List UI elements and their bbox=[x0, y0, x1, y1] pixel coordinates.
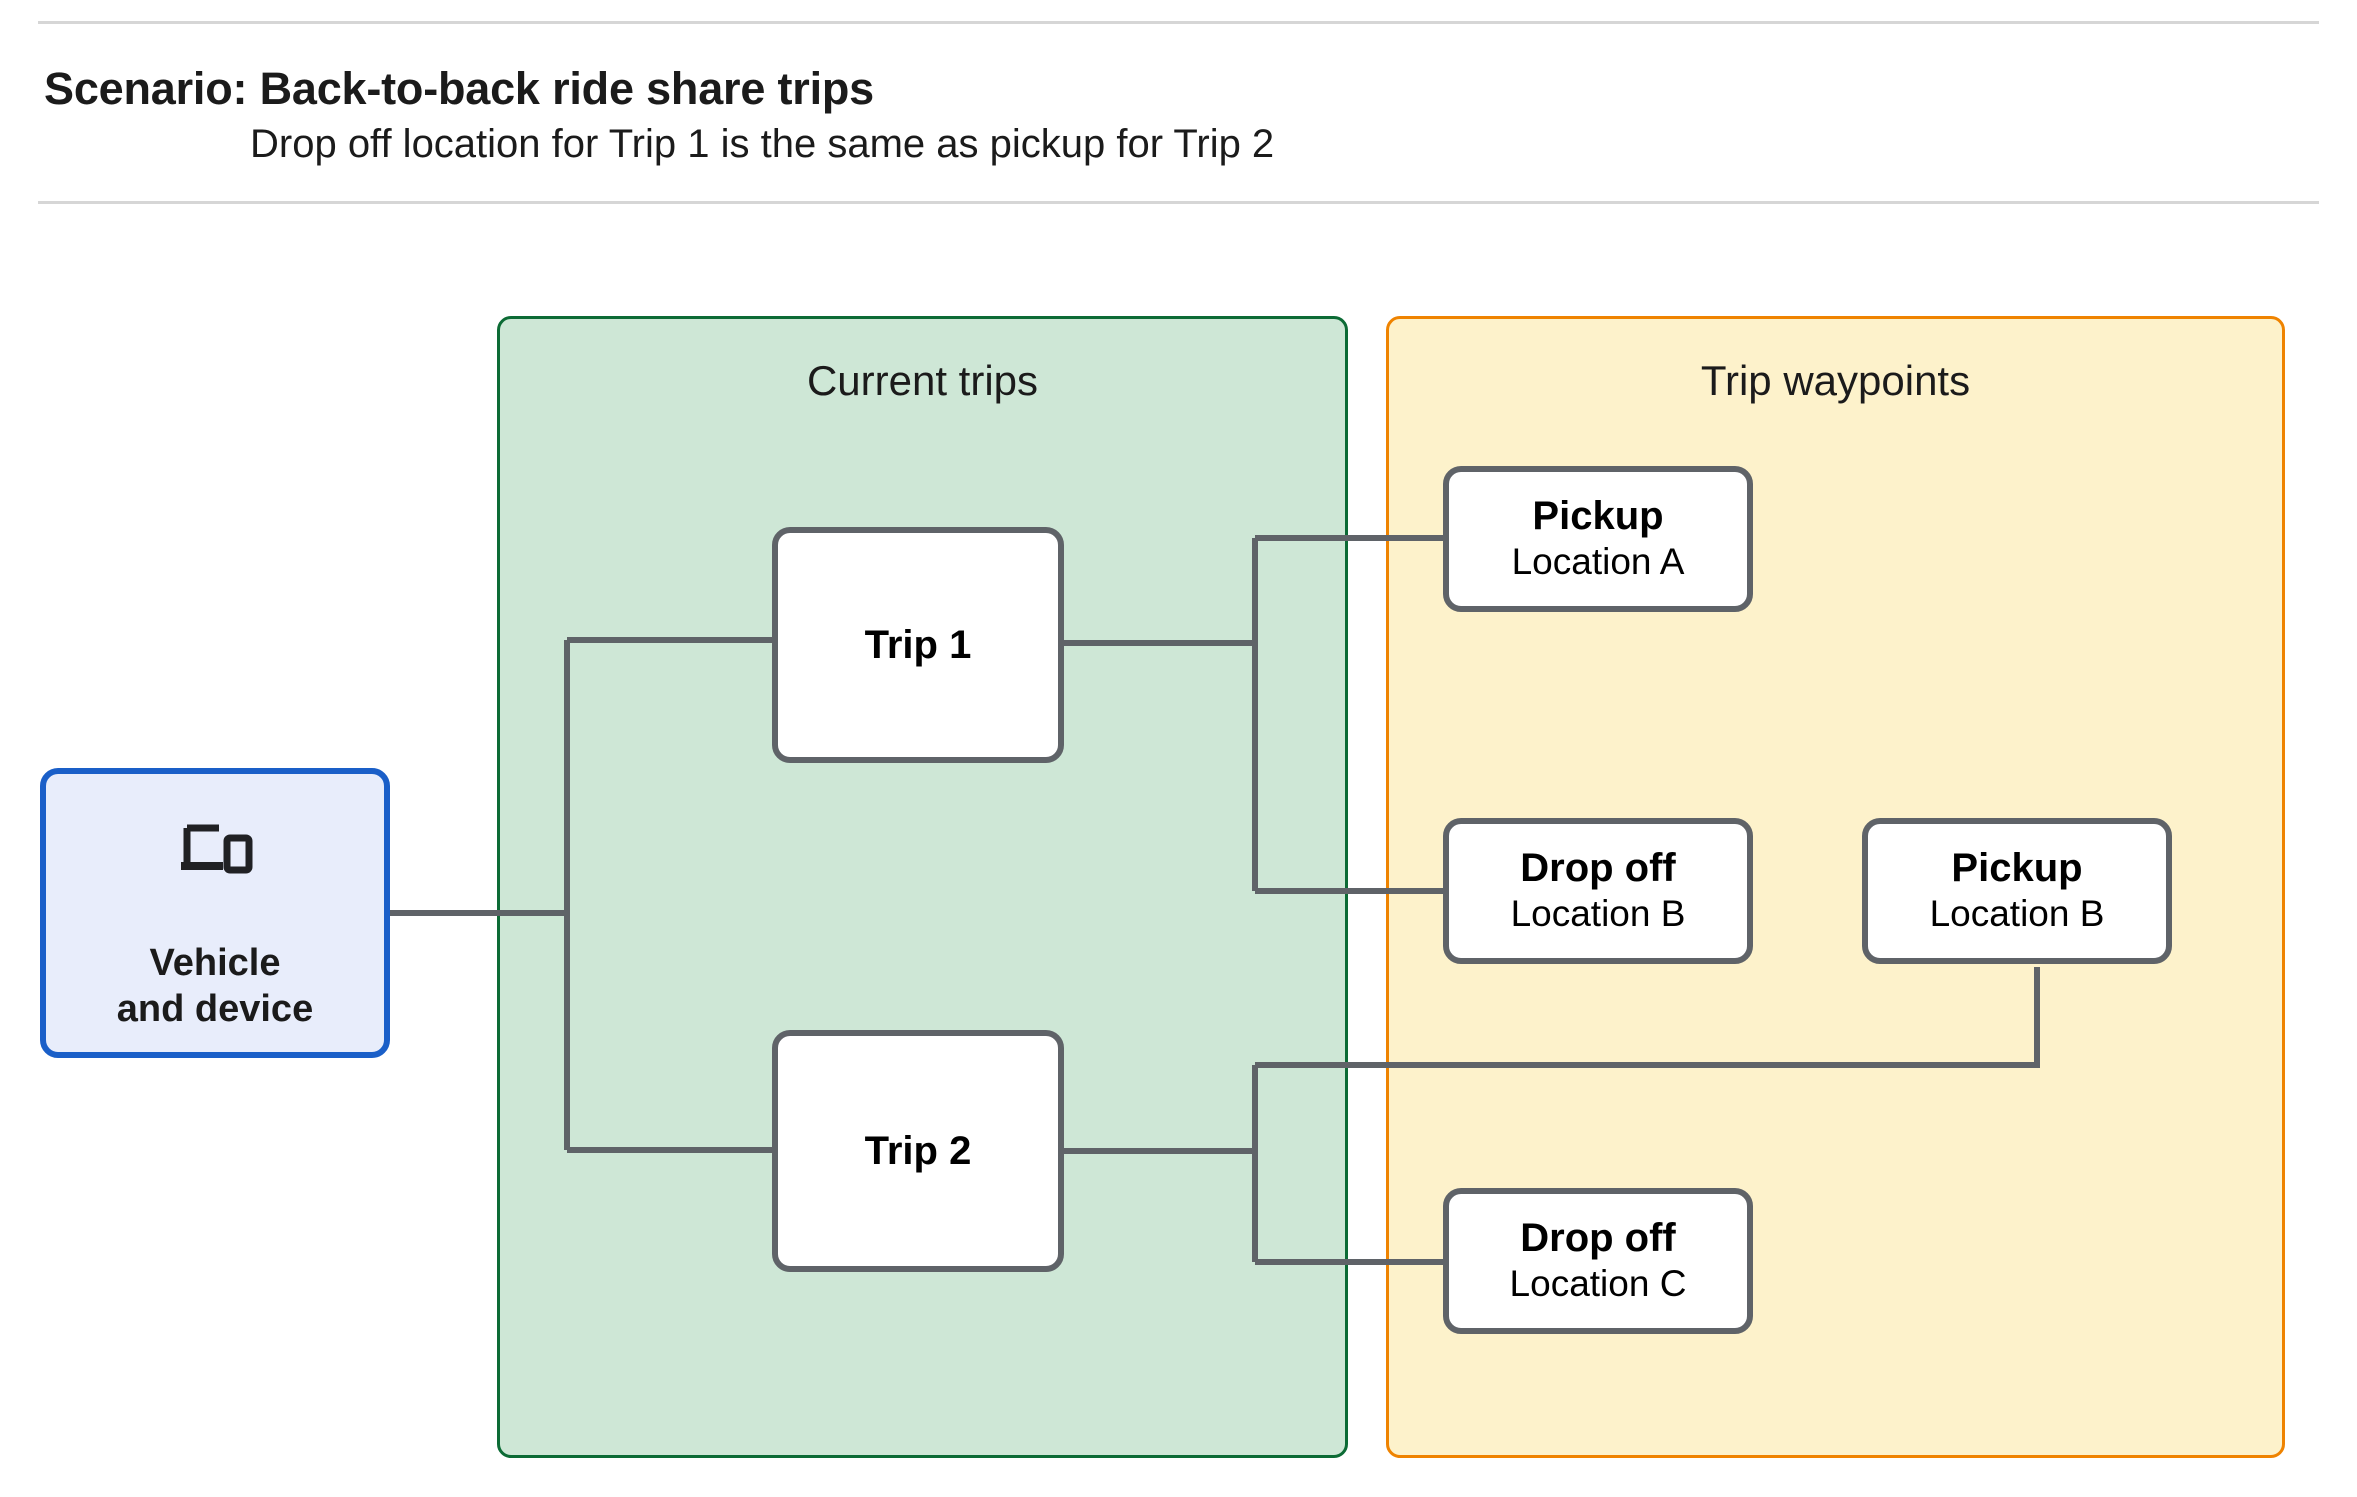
node-waypoint-pickup-b-type: Pickup bbox=[1951, 846, 2083, 891]
node-waypoint-dropoff-b[interactable]: Drop off Location B bbox=[1443, 818, 1753, 964]
group-trip-waypoints-title: Trip waypoints bbox=[1700, 357, 1971, 404]
node-waypoint-pickup-a-location: Location A bbox=[1511, 541, 1685, 583]
page-subtitle: Drop off location for Trip 1 is the same… bbox=[250, 122, 1275, 166]
node-waypoint-dropoff-b-type: Drop off bbox=[1520, 846, 1676, 891]
node-waypoint-pickup-a-type: Pickup bbox=[1532, 494, 1664, 539]
node-trip-1-label: Trip 1 bbox=[864, 622, 972, 667]
group-current-trips-title: Current trips bbox=[806, 357, 1039, 404]
node-trip-2-label: Trip 2 bbox=[864, 1128, 972, 1173]
node-waypoint-dropoff-c-type: Drop off bbox=[1520, 1216, 1676, 1261]
group-current-trips: Current trips bbox=[497, 316, 1348, 1458]
node-waypoint-pickup-a[interactable]: Pickup Location A bbox=[1443, 466, 1753, 612]
page-title: Scenario: Back-to-back ride share trips bbox=[44, 63, 874, 114]
devices-icon bbox=[177, 822, 253, 878]
node-trip-1[interactable]: Trip 1 bbox=[772, 527, 1064, 763]
header-divider-bottom bbox=[38, 201, 2319, 204]
node-trip-2[interactable]: Trip 2 bbox=[772, 1030, 1064, 1272]
node-waypoint-pickup-b[interactable]: Pickup Location B bbox=[1862, 818, 2172, 964]
node-waypoint-pickup-b-location: Location B bbox=[1929, 893, 2105, 935]
node-vehicle-label: Vehicle and device bbox=[116, 942, 314, 1031]
header-divider-top bbox=[38, 21, 2319, 24]
node-waypoint-dropoff-c[interactable]: Drop off Location C bbox=[1443, 1188, 1753, 1334]
node-waypoint-dropoff-b-location: Location B bbox=[1510, 893, 1686, 935]
node-waypoint-dropoff-c-location: Location C bbox=[1509, 1263, 1687, 1305]
node-vehicle-and-device[interactable]: Vehicle and device bbox=[40, 768, 390, 1058]
